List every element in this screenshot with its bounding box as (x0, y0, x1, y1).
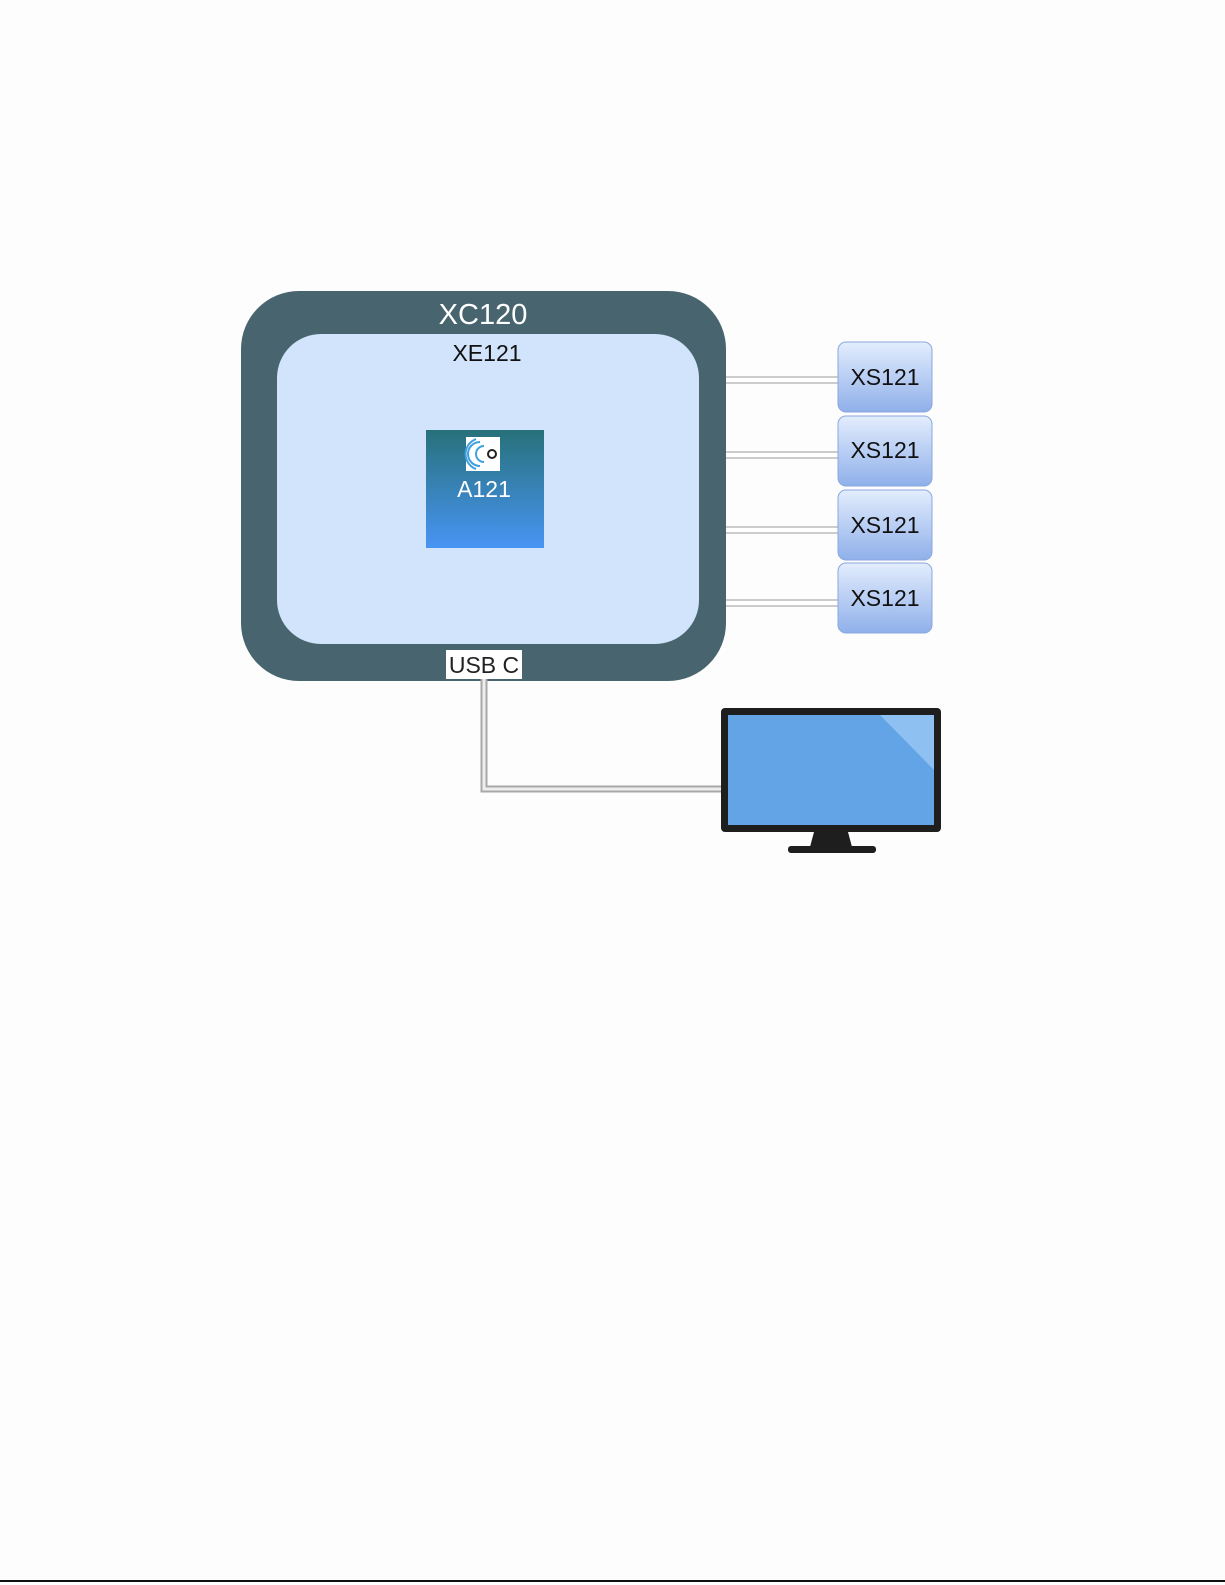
sensor-label: XS121 (850, 585, 919, 611)
sensor-xs121: XS121 (838, 342, 932, 412)
sensor-label: XS121 (850, 512, 919, 538)
usb-cable (484, 679, 723, 789)
sensor-xs121: XS121 (838, 490, 932, 560)
controller-label: XC120 (439, 299, 528, 331)
usb-label: USB C (449, 652, 519, 678)
sensor-label: XS121 (850, 364, 919, 390)
monitor-icon (721, 708, 941, 853)
sensor-xs121: XS121 (838, 563, 932, 633)
chip-label: A121 (457, 476, 511, 502)
page-bottom-rule (0, 1580, 1225, 1582)
sensor-label: XS121 (850, 437, 919, 463)
sensor-xs121: XS121 (838, 416, 932, 486)
radar-logo-icon (466, 437, 500, 471)
board-label: XE121 (452, 340, 521, 366)
